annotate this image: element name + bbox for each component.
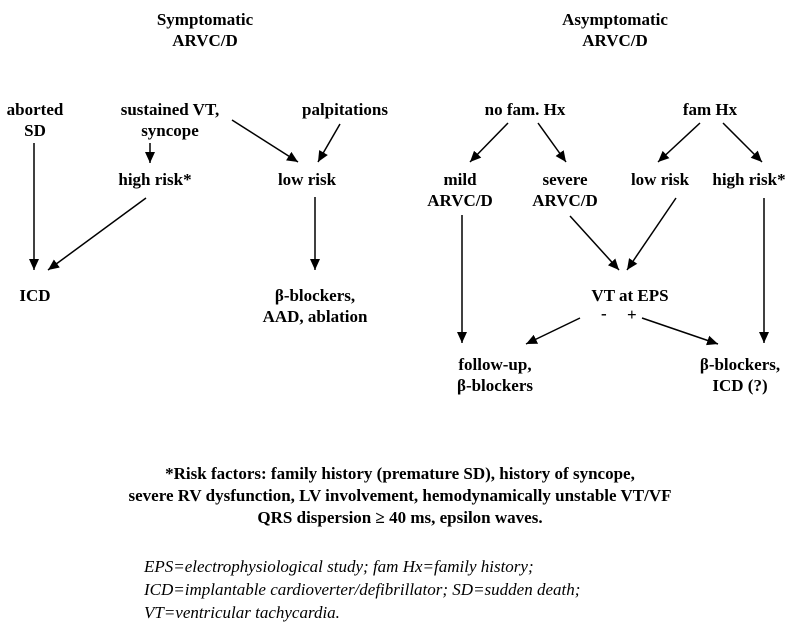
eps-positive-sign: +	[627, 305, 637, 324]
node-beta-blockers-icd: β-blockers, ICD (?)	[699, 355, 781, 395]
node-sustained-vt-syncope: sustained VT, syncope	[120, 100, 220, 140]
arrow-fam-hx-to-high-risk	[722, 122, 763, 163]
node-low-risk-symptomatic: low risk	[277, 170, 337, 189]
node-mild-arvcd: mild ARVC/D	[427, 170, 493, 210]
heading-asymptomatic: Asymptomatic ARVC/D	[562, 10, 668, 50]
node-icd: ICD	[19, 286, 51, 305]
arrow-no-fam-hx-to-mild	[469, 122, 509, 163]
arrow-sustained-vt-to-low-risk	[231, 119, 299, 163]
node-high-risk-symptomatic: high risk*	[118, 170, 192, 189]
arrow-eps-negative-to-follow-up	[525, 317, 581, 345]
node-no-fam-hx: no fam. Hx	[484, 100, 566, 119]
node-fam-hx: fam Hx	[682, 100, 738, 119]
node-palpitations: palpitations	[302, 100, 388, 119]
arrow-fam-hx-to-low-risk	[657, 122, 701, 163]
arrow-palpitations-to-low-risk	[317, 123, 341, 163]
arrow-low-risk-to-vt-at-eps	[626, 197, 677, 271]
node-aborted-sd: aborted SD	[6, 100, 64, 140]
node-follow-up-beta-blockers: follow-up, β-blockers	[456, 355, 533, 395]
risk-factors-note: *Risk factors: family history (premature…	[128, 464, 672, 527]
eps-negative-sign: -	[601, 304, 607, 323]
arrow-no-fam-hx-to-severe	[537, 122, 567, 163]
node-severe-arvcd: severe ARVC/D	[532, 170, 598, 210]
arrow-eps-positive-to-beta-blockers-icd	[641, 317, 719, 346]
node-beta-blockers-aad-ablation: β-blockers, AAD, ablation	[262, 286, 368, 326]
node-high-risk-asymptomatic: high risk*	[712, 170, 786, 189]
node-low-risk-asymptomatic: low risk	[630, 170, 690, 189]
arrow-high-risk-to-icd	[47, 197, 147, 271]
heading-symptomatic: Symptomatic ARVC/D	[156, 10, 254, 50]
abbreviations-note: EPS=electrophysiological study; fam Hx=f…	[144, 557, 581, 622]
arrow-severe-to-vt-at-eps	[569, 215, 620, 271]
node-vt-at-eps: VT at EPS	[591, 286, 669, 305]
